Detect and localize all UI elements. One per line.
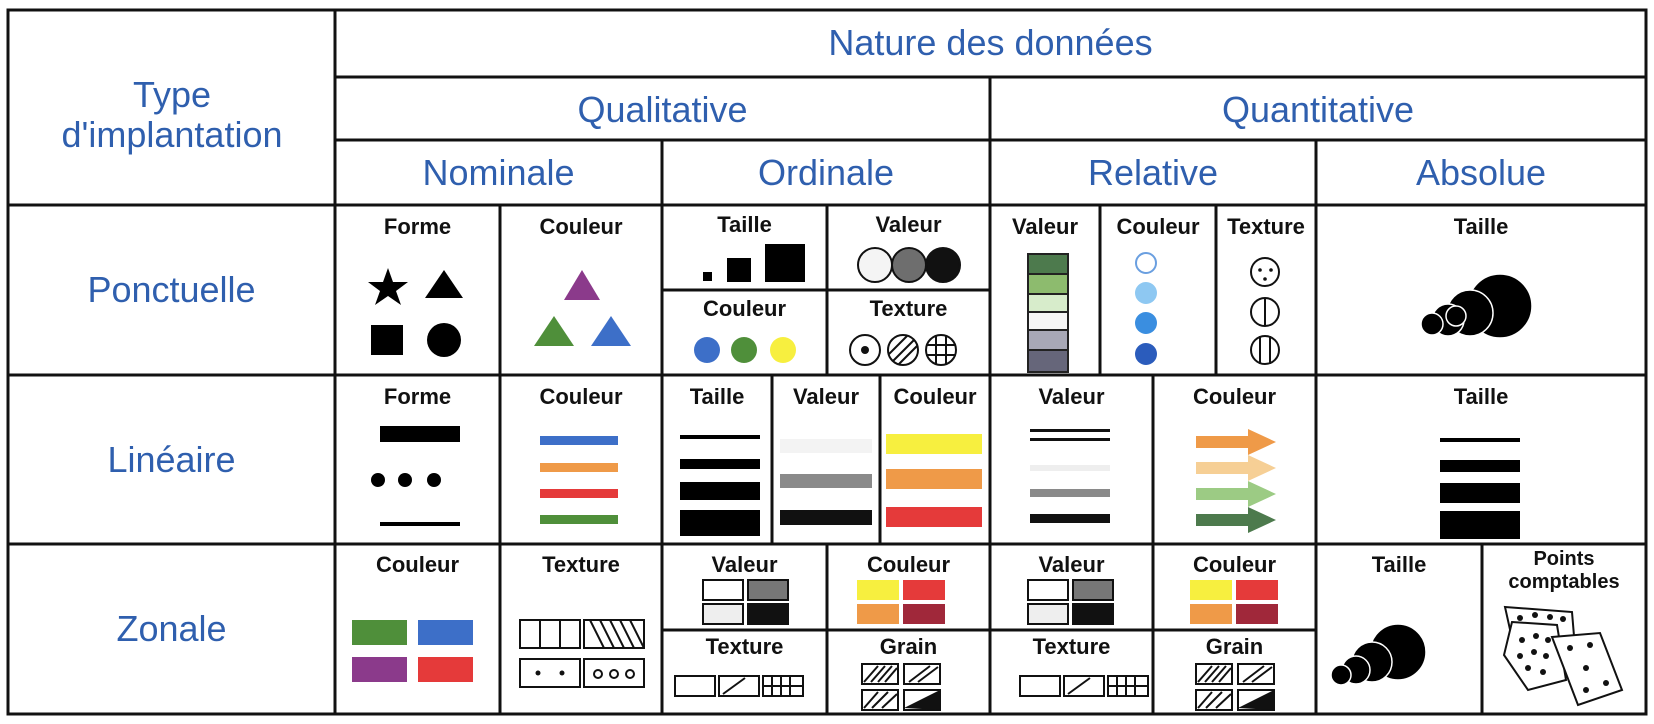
label-texture: Texture	[1227, 214, 1305, 239]
label-couleur: Couleur	[539, 214, 623, 239]
row-lineaire: Linéaire	[107, 438, 236, 480]
label-taille: Taille	[717, 212, 772, 237]
absolue-header: Absolue	[1415, 151, 1547, 193]
label-grain: Grain	[1205, 634, 1264, 659]
label-points-comptables: Points comptables	[1508, 548, 1620, 593]
row-ponctuelle: Ponctuelle	[87, 269, 256, 311]
label-couleur: Couleur	[702, 296, 787, 321]
qualitative-header: Qualitative	[577, 88, 748, 130]
label-couleur: Couleur	[893, 384, 977, 409]
label-valeur: Valeur	[1011, 214, 1079, 239]
label-couleur: Couleur	[1116, 214, 1200, 239]
label-taille: Taille	[1371, 552, 1427, 577]
circle-shape	[427, 323, 461, 357]
label-couleur: Couleur	[1192, 552, 1277, 577]
label-couleur: Couleur	[1192, 384, 1277, 409]
label-texture: Texture	[869, 296, 948, 321]
label-couleur: Couleur	[866, 552, 951, 577]
label-valeur: Valeur	[711, 552, 778, 577]
star-shape	[368, 268, 408, 305]
label-forme: Forme	[383, 214, 452, 239]
label-grain: Grain	[879, 634, 938, 659]
label-couleur: Couleur	[539, 384, 623, 409]
label-valeur: Valeur	[875, 212, 942, 237]
row-header-title: Type d'implantation	[61, 74, 283, 155]
label-texture: Texture	[542, 552, 620, 577]
quantitative-header: Quantitative	[1221, 88, 1415, 130]
label-taille: Taille	[689, 384, 745, 409]
ordinale-header: Ordinale	[757, 151, 895, 193]
label-valeur: Valeur	[792, 384, 860, 409]
label-valeur: Valeur	[1038, 552, 1105, 577]
nominale-header: Nominale	[422, 151, 575, 193]
label-texture: Texture	[1032, 634, 1111, 659]
label-taille: Taille	[1453, 384, 1509, 409]
label-texture: Texture	[705, 634, 784, 659]
nature-header: Nature des données	[828, 22, 1153, 64]
label-taille: Taille	[1453, 214, 1509, 239]
triangle-shape	[425, 270, 463, 298]
square-shape	[371, 325, 403, 355]
row-zonale: Zonale	[116, 608, 227, 650]
label-couleur: Couleur	[375, 552, 460, 577]
relative-header: Relative	[1087, 151, 1219, 193]
label-valeur: Valeur	[1038, 384, 1105, 409]
label-forme: Forme	[383, 384, 452, 409]
